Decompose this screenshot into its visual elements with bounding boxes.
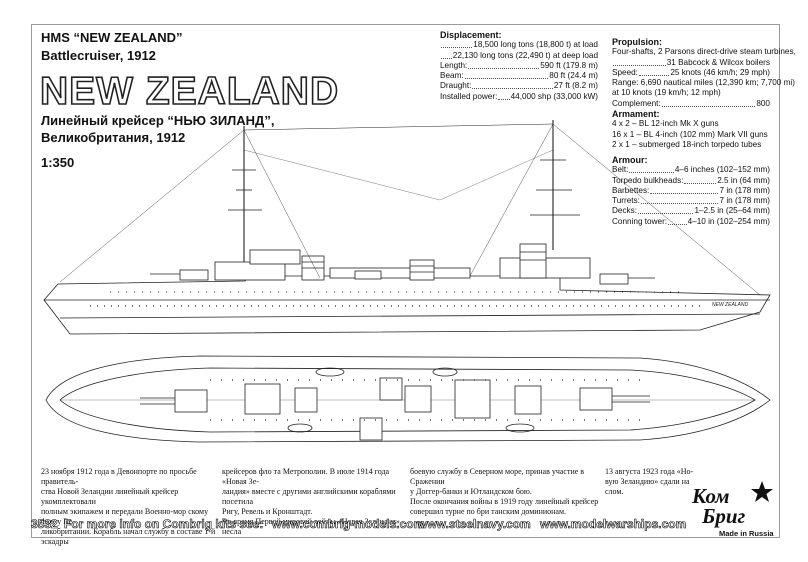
page-frame [31, 24, 780, 538]
turret-q [359, 417, 383, 441]
link-combrig[interactable]: www.combrig-models.com [272, 517, 425, 532]
spec-row: Turrets:7 in (178 mm) [612, 196, 770, 206]
spec-row: Torpedo bulkheads:2.5 in (64 mm) [612, 175, 770, 185]
spec-row: Draught:27 ft (8.2 m) [440, 81, 598, 91]
spec-row: Length:590 ft (179.8 m) [440, 60, 598, 70]
ship-name: HMS “NEW ZEALAND” [41, 30, 183, 45]
spec-row: Belt:4–6 inches (102–152 mm) [612, 165, 770, 175]
big-title: NEW ZEALAND [39, 69, 340, 114]
spec-row: 22,130 long tons (22,490 t) at deep load [440, 51, 598, 61]
link-steelnavy[interactable]: www.steelnavy.com [418, 517, 531, 532]
armour-block: Armour: Belt:4–6 inches (102–152 mm) Tor… [612, 155, 770, 227]
turret-x [579, 387, 613, 411]
ru-title-line2: Великобритания, 1912 [41, 130, 186, 145]
armament-heading: Armament: [612, 109, 660, 119]
funnel [409, 259, 435, 281]
logo-word2: Бриг [702, 504, 746, 528]
range-line1: Range: 6,690 nautical miles (12,390 km; … [612, 78, 795, 88]
turret-a [174, 389, 208, 413]
logo-word1: Ком [692, 484, 730, 508]
ru-title-line1: Линейный крейсер “НЬЮ ЗИЛАНД”, [41, 113, 275, 128]
text-col4: 13 августа 1923 года «Но- вую Зеландию» … [605, 467, 694, 496]
hull-outline [43, 275, 771, 335]
spec-row: 18,500 long tons (18,800 t) at load [440, 40, 598, 50]
plan-view [45, 355, 771, 443]
more-info-text: For more info on Combrig kits see: [64, 517, 264, 532]
hull-name-label: NEW ZEALAND [712, 302, 749, 308]
scale-label: 1:350 [41, 155, 75, 170]
displacement-heading: Displacement: [440, 30, 502, 40]
propulsion-heading: Propulsion: [612, 37, 662, 47]
combrig-logo: Ком Бриг Made in Russia [688, 478, 778, 538]
spec-row: Beam:80 ft (24.4 m) [440, 71, 598, 81]
armament-block: Armament: 4 x 2 – BL 12-inch Mk X guns 1… [612, 109, 770, 150]
turret-p [379, 377, 403, 401]
side-profile [43, 120, 771, 335]
spec-row: Installed power:44,000 shp (33,000 kW) [440, 91, 598, 101]
propulsion-block: Propulsion: Four-shafts, 2 Parsons direc… [612, 37, 796, 109]
spec-row: Decks:1–2.5 in (25–64 mm) [612, 206, 770, 216]
kit-number: 3532 [31, 517, 58, 532]
text-col3: боевую службу в Северном море, принав уч… [410, 467, 599, 516]
text-col2: крейсеров фло та Метрополии. В июле 1914… [222, 467, 400, 536]
ship-type: Battlecruiser, 1912 [41, 48, 156, 63]
armament-line: 2 x 1 – submerged 18-inch torpedo tubes [612, 139, 762, 149]
funnel [519, 243, 547, 279]
spec-row: Speed:25 knots (46 km/h; 29 mph) [612, 67, 770, 77]
spec-row: Barbettes:7 in (178 mm) [612, 185, 770, 195]
displacement-block: Displacement: 18,500 long tons (18,800 t… [440, 30, 598, 102]
text-col1: 23 ноября 1912 года в Девонпорте по прос… [41, 467, 216, 546]
spec-row: 31 Babcock & Wilcox boilers [612, 58, 770, 68]
made-in-russia: Made in Russia [719, 529, 774, 538]
armament-line: 16 x 1 – BL 4-inch (102 mm) Mark VII gun… [612, 129, 768, 139]
propulsion-line1: Four-shafts, 2 Parsons direct-drive stea… [612, 47, 796, 57]
range-line2: at 10 knots (19 km/h; 12 mph) [612, 88, 721, 98]
armament-line: 4 x 2 – BL 12-inch Mk X guns [612, 119, 719, 129]
armour-heading: Armour: [612, 155, 648, 165]
link-modelwarships[interactable]: www.modelwarships.com [540, 517, 687, 532]
spec-row: Conning tower:4–10 in (102–254 mm) [612, 216, 770, 226]
star-icon [751, 481, 773, 502]
spec-row: Complement:800 [612, 98, 770, 108]
